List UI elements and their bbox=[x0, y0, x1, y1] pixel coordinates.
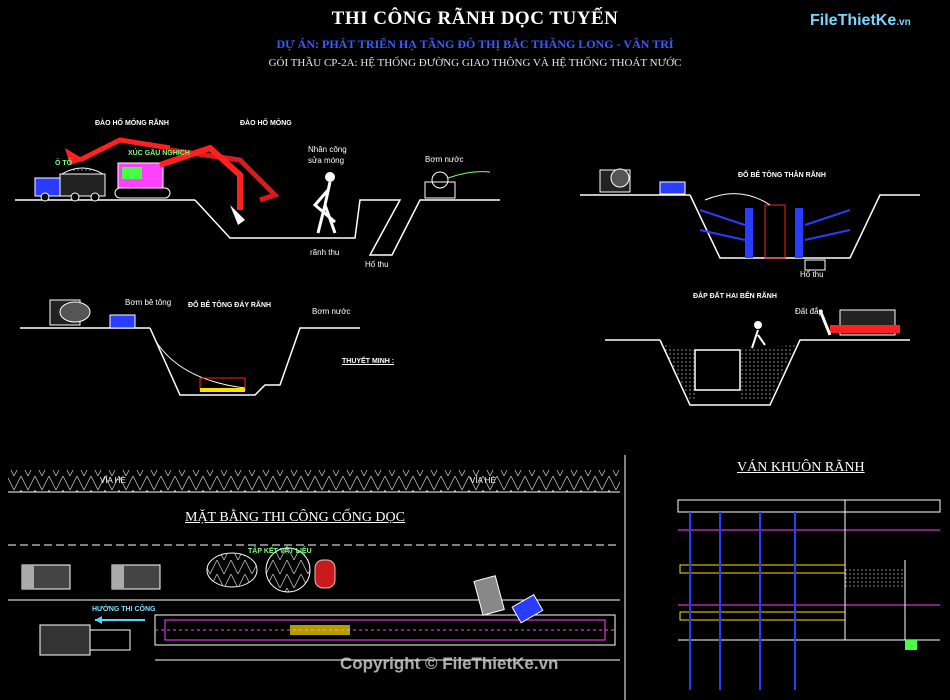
concrete-mixer-icon bbox=[49, 299, 136, 329]
label-sidewalk-right: VỈA HÈ bbox=[470, 476, 496, 485]
project-subtitle: DỰ ÁN: PHÁT TRIỂN HẠ TẦNG ĐÔ THỊ BẮC THĂ… bbox=[276, 37, 674, 51]
label-backfill: ĐẮP ĐẤT HAI BÊN RÃNH bbox=[693, 293, 777, 300]
logo-ext: .vn bbox=[896, 17, 911, 28]
panel-concrete-bottom bbox=[20, 299, 360, 396]
package-subtitle: GÓI THẦU CP-2A: HỆ THỐNG ĐƯỜNG GIAO THÔN… bbox=[268, 57, 682, 69]
label-manual-2: sửa móng bbox=[308, 156, 345, 165]
page-title: THI CÔNG RÃNH DỌC TUYẾN bbox=[331, 8, 619, 29]
label-trench-collect: rãnh thu bbox=[310, 248, 340, 257]
worker-icon bbox=[312, 172, 337, 234]
label-sidewalk-left: VỈA HÈ bbox=[100, 476, 126, 485]
plan-title: MẶT BẰNG THI CÔNG CỐNG DỌC bbox=[185, 510, 405, 525]
copyright-watermark: Copyright © FileThietKe.vn bbox=[340, 654, 559, 673]
concrete-truck-icon bbox=[599, 168, 686, 195]
panel-backfill bbox=[605, 309, 910, 406]
label-truck: Ô TÔ bbox=[55, 160, 73, 167]
formwork-title: VÁN KHUÔN RÃNH bbox=[737, 460, 865, 475]
dump-truck-icon bbox=[34, 167, 106, 202]
panel-concrete-body bbox=[580, 168, 920, 271]
label-pump-1: Bơm nước bbox=[425, 155, 464, 164]
label-fill: Đất đắp bbox=[795, 307, 824, 316]
label-material: TẬP KẾT VẬT LIỆU bbox=[248, 548, 312, 555]
label-sump-1: Hố thu bbox=[365, 260, 389, 269]
label-excavate-trench: ĐÀO HỐ MÓNG RÃNH bbox=[95, 120, 169, 127]
water-pump-icon bbox=[424, 171, 491, 199]
plan-view bbox=[8, 455, 626, 700]
logo-text: FileThietKe bbox=[810, 12, 897, 29]
label-excavate-pit: ĐÀO HỐ MÓNG bbox=[240, 120, 292, 127]
formwork-view bbox=[677, 499, 941, 690]
label-pour-bottom: ĐỔ BÊ TÔNG ĐÁY RÃNH bbox=[188, 302, 272, 309]
brand-logo: FileThietKe.vn bbox=[810, 12, 911, 30]
panel-excavation bbox=[15, 137, 500, 256]
label-sump-2: Hố thu bbox=[800, 270, 824, 279]
label-excavator: XÚC GẦU NGHỊCH bbox=[128, 150, 190, 157]
bulldozer-icon bbox=[818, 309, 900, 336]
label-pour-body: ĐỔ BÊ TÔNG THÂN RÃNH bbox=[738, 172, 826, 179]
label-explain: THUYẾT MINH : bbox=[342, 358, 395, 365]
label-pump-2: Bơm nước bbox=[312, 307, 351, 316]
label-manual-1: Nhân công bbox=[308, 145, 347, 154]
label-concrete-pump: Bơm bê tông bbox=[125, 298, 172, 307]
label-direction: HƯỚNG THI CÔNG bbox=[92, 606, 156, 613]
excavator-icon bbox=[65, 137, 280, 225]
